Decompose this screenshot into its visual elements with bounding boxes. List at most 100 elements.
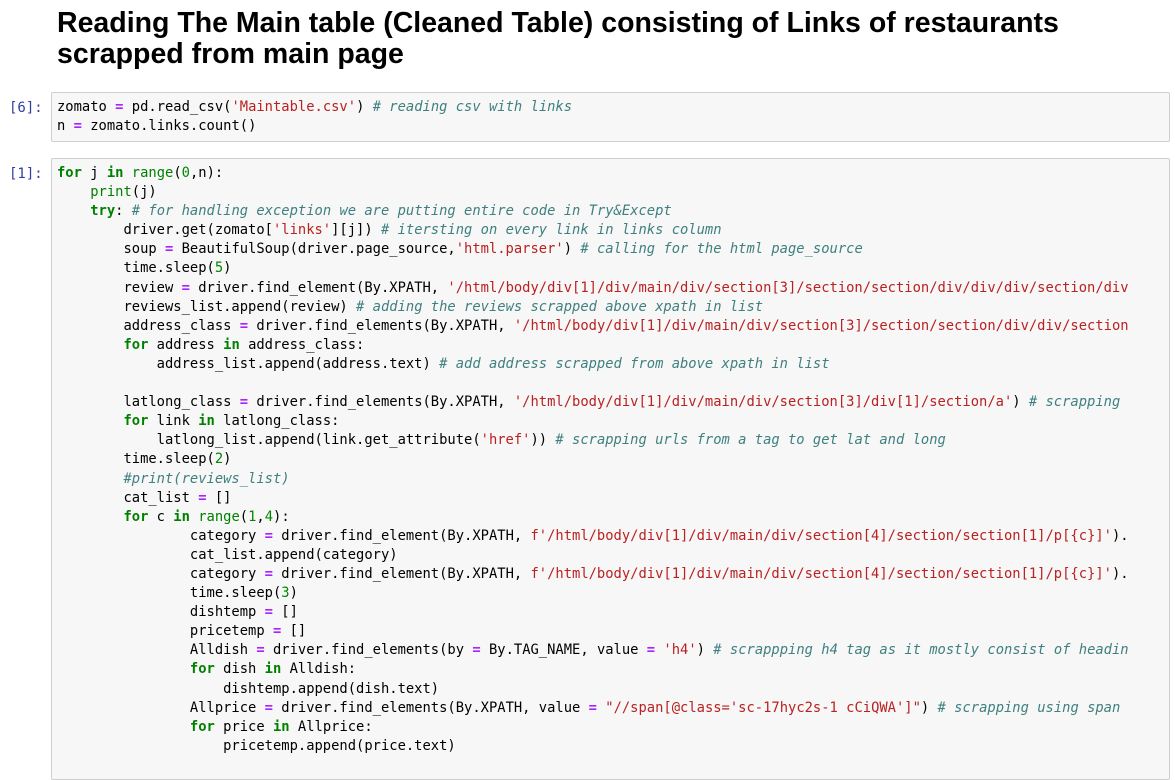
code-token xyxy=(57,661,190,677)
code-token: = xyxy=(264,527,273,544)
code-token: j xyxy=(81,165,107,181)
code-line: cat_list.append(category) xyxy=(57,546,1169,565)
code-token: try xyxy=(90,203,116,220)
code-token: 'href' xyxy=(480,432,531,449)
code-token: category xyxy=(57,565,265,582)
code-token: = xyxy=(198,489,207,506)
code-token: review xyxy=(57,279,182,296)
code-token: ( xyxy=(239,508,249,525)
code-token: = xyxy=(256,642,265,659)
code-token: ) xyxy=(920,699,938,716)
code-token: price xyxy=(214,718,273,735)
code-line: driver.get(zomato['links'][j]) # itersti… xyxy=(57,221,1169,240)
code-token: # scrapping using span xyxy=(937,699,1121,716)
code-token: = xyxy=(646,642,656,659)
code-token: zomato xyxy=(57,99,116,115)
code-line: for price in Allprice: xyxy=(57,718,1169,737)
code-token: '/html/body/div[1]/div/main/div/section[… xyxy=(447,279,1129,296)
code-editor[interactable]: for j in range(0,n): print(j) try: # for… xyxy=(52,159,1169,756)
code-token: ): xyxy=(273,508,290,525)
code-token: 'links' xyxy=(272,222,332,239)
code-input-area[interactable]: for j in range(0,n): print(j) try: # for… xyxy=(51,158,1170,780)
code-token: ) xyxy=(696,642,714,659)
code-token: ][j]) xyxy=(331,222,381,239)
code-line: category = driver.find_element(By.XPATH,… xyxy=(57,527,1169,546)
code-token: 4 xyxy=(264,508,274,525)
code-line: latlong_class = driver.find_elements(By.… xyxy=(57,393,1169,412)
code-token: driver.find_element(By.XPATH, xyxy=(189,279,448,296)
code-token: # calling for the html page_source xyxy=(580,241,863,258)
code-token: #print(reviews_list) xyxy=(123,470,290,487)
code-line: address_class = driver.find_elements(By.… xyxy=(57,317,1169,336)
code-token: = xyxy=(115,99,124,115)
code-token: driver.find_elements(By.XPATH, xyxy=(248,317,514,334)
code-line: cat_list = [] xyxy=(57,489,1169,508)
code-token xyxy=(123,165,131,181)
code-line: time.sleep(5) xyxy=(57,259,1169,278)
code-token: = xyxy=(588,699,597,716)
code-token: time.sleep( xyxy=(57,451,215,468)
code-token: # scrapping xyxy=(1028,394,1121,411)
code-token: c xyxy=(148,508,174,525)
code-token: # reading csv with links xyxy=(372,99,573,115)
code-token: cat_list xyxy=(57,489,199,506)
code-token: , xyxy=(256,508,265,525)
code-token: = xyxy=(164,241,174,258)
code-line: pricetemp.append(price.text) xyxy=(57,737,1169,756)
code-token: pricetemp.append(price.text) xyxy=(57,737,456,754)
code-token: address xyxy=(148,336,224,353)
code-token: Alldish xyxy=(57,642,257,659)
code-token: address_list.append(address.text) xyxy=(57,355,440,372)
code-token: = xyxy=(472,642,481,659)
code-token: driver.find_elements(by xyxy=(264,642,473,659)
code-line: for link in latlong_class: xyxy=(57,412,1169,431)
code-line: #print(reviews_list) xyxy=(57,470,1169,489)
code-token: reviews_list.append(review) xyxy=(57,298,357,315)
code-token: in xyxy=(264,661,282,678)
code-token: address_class: xyxy=(239,336,365,353)
code-token: driver.find_element(By.XPATH, xyxy=(272,565,531,582)
code-token: ) xyxy=(356,99,373,115)
code-token: ,n): xyxy=(189,165,224,181)
code-token: f'/html/body/div[1]/div/main/div/section… xyxy=(530,565,1112,582)
code-token: # scrappping h4 tag as it mostly consist… xyxy=(713,642,1129,659)
code-token: driver.find_elements(By.XPATH, xyxy=(248,394,514,411)
code-token: for xyxy=(123,413,149,430)
code-token: pricetemp xyxy=(57,623,273,640)
code-token: Allprice xyxy=(57,699,265,716)
code-line: for dish in Alldish: xyxy=(57,660,1169,679)
code-token: time.sleep( xyxy=(57,585,282,602)
code-token: latlong_class xyxy=(57,394,240,411)
code-input-area[interactable]: zomato = pd.read_csv('Maintable.csv') # … xyxy=(51,92,1170,142)
code-token: : xyxy=(115,203,132,220)
code-token: 1 xyxy=(248,508,257,525)
code-token xyxy=(57,184,90,200)
code-token xyxy=(57,719,190,735)
code-token: n xyxy=(57,118,74,135)
code-line: for j in range(0,n): xyxy=(57,164,1169,183)
code-line: for c in range(1,4): xyxy=(57,508,1169,527)
code-token: ) xyxy=(223,451,232,468)
code-line: soup = BeautifulSoup(driver.page_source,… xyxy=(57,240,1169,259)
cell-prompt: [1]: xyxy=(9,166,43,182)
code-line: address_list.append(address.text) # add … xyxy=(57,355,1169,374)
code-token: for xyxy=(57,165,82,181)
code-token: for xyxy=(123,508,149,525)
code-token: latlong_list.append(link.get_attribute( xyxy=(57,432,481,449)
code-line xyxy=(57,374,1169,393)
code-token xyxy=(57,203,90,219)
code-line: time.sleep(2) xyxy=(57,450,1169,469)
code-line: latlong_list.append(link.get_attribute('… xyxy=(57,431,1169,450)
code-line: Allprice = driver.find_elements(By.XPATH… xyxy=(57,699,1169,718)
code-token: in xyxy=(198,413,215,430)
code-token: # scrapping urls from a tag to get lat a… xyxy=(555,432,946,449)
code-token: in xyxy=(223,336,240,353)
code-token: '/html/body/div[1]/div/main/div/section[… xyxy=(513,317,1129,334)
code-token: pd.read_csv( xyxy=(123,99,232,115)
cell-prompt: [6]: xyxy=(9,100,43,116)
code-token: latlong_class: xyxy=(214,413,340,430)
code-token: 'h4' xyxy=(663,642,697,659)
code-line: category = driver.find_element(By.XPATH,… xyxy=(57,565,1169,584)
code-token xyxy=(190,509,198,525)
code-editor[interactable]: zomato = pd.read_csv('Maintable.csv') # … xyxy=(52,93,1169,136)
